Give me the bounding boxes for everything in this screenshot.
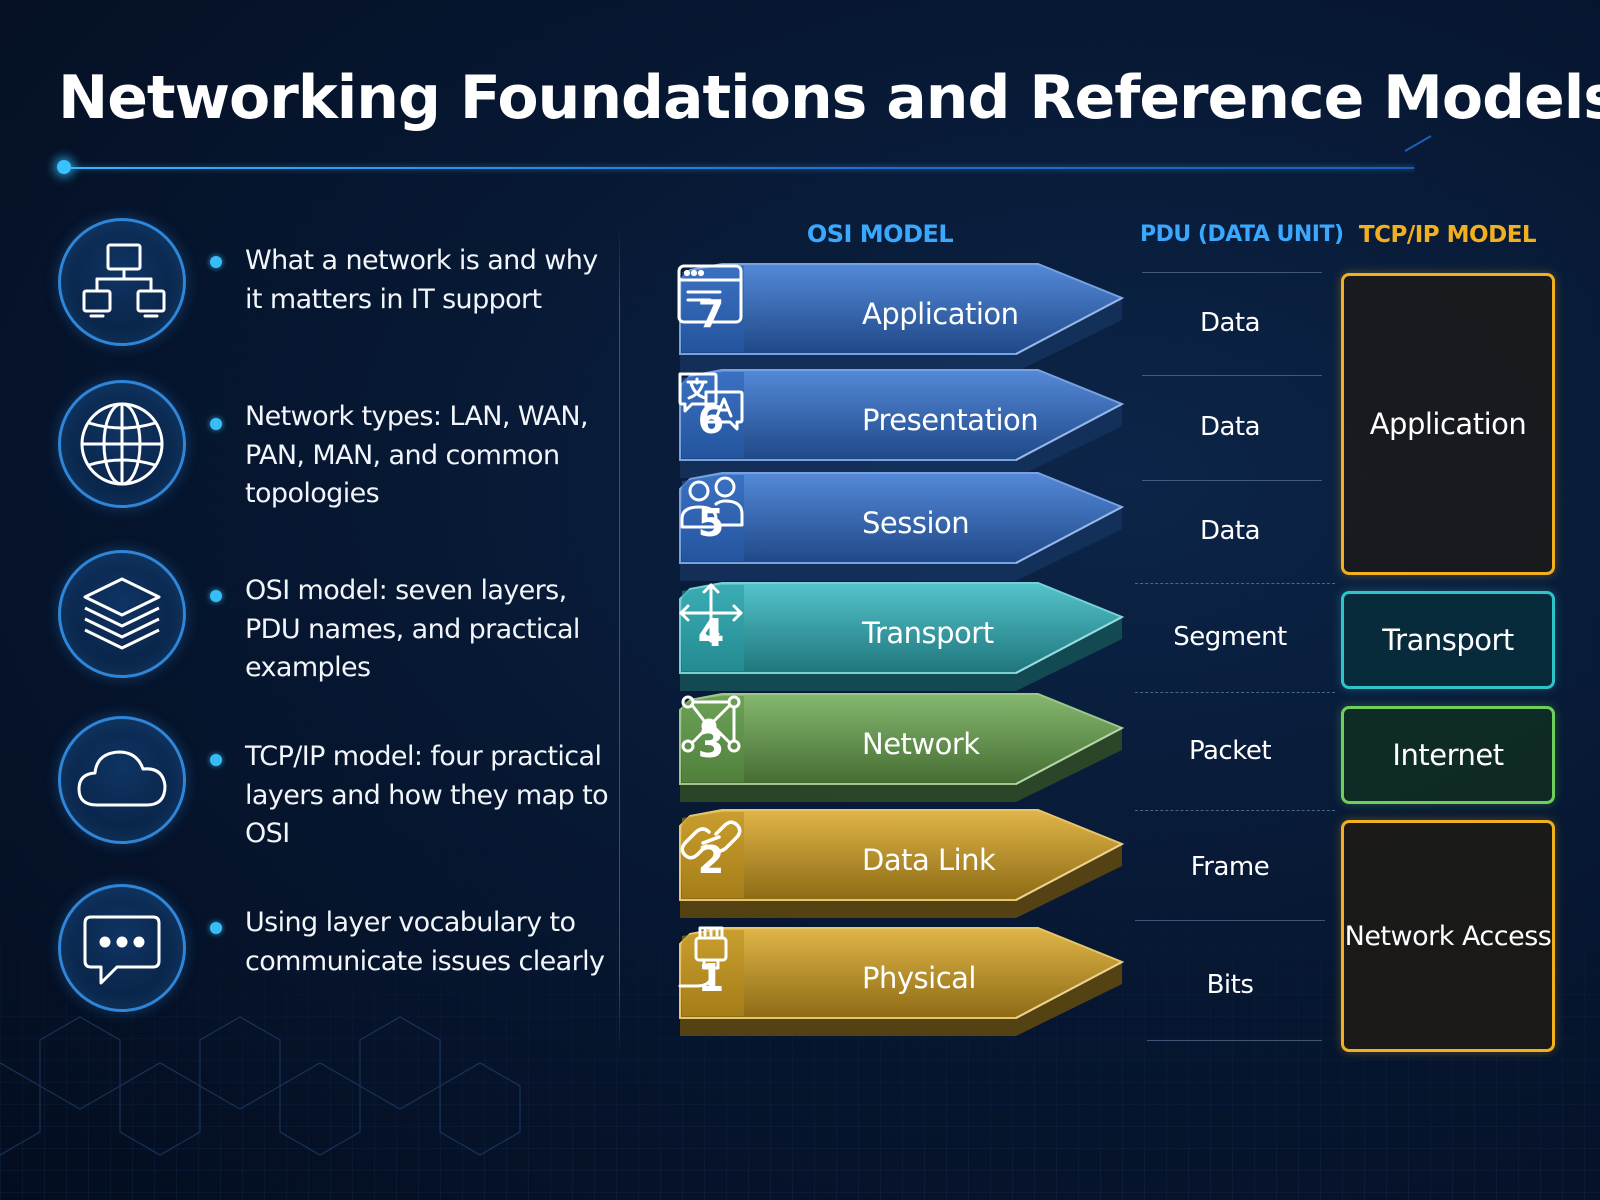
topic-text: What a network is and why it matters in … — [245, 245, 598, 315]
layer-name: Network — [862, 727, 980, 761]
bullet-dot — [210, 754, 222, 766]
tcpip-layer-transport: Transport — [1341, 591, 1555, 689]
osi-layer-2: 2 Data Link — [676, 809, 1126, 918]
layer-name: Data Link — [862, 843, 996, 877]
layer-shape-bevel — [1015, 506, 1123, 564]
network-nodes-icon — [681, 695, 741, 753]
pdu-separator — [1142, 272, 1322, 273]
topic-item-osi-model: OSI model: seven layers, PDU names, and … — [0, 550, 610, 690]
osi-layer-3: 3 Network — [676, 693, 1126, 802]
pdu-value-layer-1: Bits — [1206, 970, 1254, 1000]
bullet-dot — [210, 256, 222, 268]
network-diagram-icon — [58, 218, 186, 346]
layer-shape — [679, 693, 1125, 802]
layer-number-panel — [682, 585, 744, 671]
hexagon-pattern — [0, 1016, 521, 1156]
bullet-dot — [210, 590, 222, 602]
osi-model-header: OSI MODEL — [806, 220, 954, 248]
page-title: Networking Foundations and Reference Mod… — [58, 63, 1600, 133]
users-icon — [680, 476, 744, 529]
app-window-icon — [677, 264, 743, 324]
pdu-value-layer-5: Data — [1199, 516, 1261, 546]
layer-name: Presentation — [862, 403, 1039, 437]
title-underline-dot — [57, 160, 71, 174]
pdu-separator — [1135, 810, 1335, 811]
topic-text: TCP/IP model: four practical layers and … — [245, 741, 609, 849]
bullet-dot — [210, 922, 222, 934]
pdu-separator — [1147, 1040, 1322, 1041]
layer-number-panel — [682, 266, 744, 352]
topic-item-network-basics: What a network is and why it matters in … — [0, 218, 610, 358]
pdu-value-layer-4: Segment — [1173, 622, 1287, 652]
pdu-value-layer-6: Data — [1199, 412, 1261, 442]
pdu-separator — [1142, 480, 1322, 481]
pdu-header: PDU (DATA UNIT) — [1140, 222, 1344, 247]
cloud-icon — [58, 716, 186, 844]
layer-name: Transport — [862, 616, 994, 650]
osi-layer-4: 4 Transport — [676, 582, 1126, 691]
column-divider — [619, 225, 620, 1055]
layer-shape-bevel — [1015, 727, 1123, 785]
layer-shape — [679, 582, 1125, 691]
pdu-separator — [1135, 692, 1335, 693]
topic-text: Network types: LAN, WAN, PAN, MAN, and c… — [245, 401, 589, 509]
osi-layer-7: 7 Application — [676, 263, 1126, 372]
pdu-separator — [1135, 920, 1325, 921]
move-arrows-icon — [679, 583, 743, 643]
layer-shape-bevel — [1015, 961, 1123, 1019]
osi-layer-5: 5 Session — [676, 472, 1126, 581]
pdu-separator — [1135, 583, 1335, 584]
bullet-dot — [210, 418, 222, 430]
layer-name: Session — [862, 506, 970, 540]
topic-item-network-types: Network types: LAN, WAN, PAN, MAN, and c… — [0, 380, 610, 520]
chat-bubble-icon — [58, 884, 186, 1012]
topic-text: OSI model: seven layers, PDU names, and … — [245, 575, 580, 683]
layer-shape — [679, 809, 1125, 918]
osi-layer-6: 6 Presentation — [676, 369, 1126, 478]
tcpip-layer-network-access: Network Access — [1341, 820, 1555, 1052]
translate-icon — [678, 372, 744, 431]
layer-shape-bevel — [1015, 403, 1123, 461]
globe-icon — [58, 380, 186, 508]
title-underline — [64, 167, 1414, 169]
pdu-value-layer-3: Packet — [1188, 736, 1272, 766]
layer-number-panel — [682, 696, 744, 782]
layers-stack-icon — [58, 550, 186, 678]
topic-item-layer-vocabulary: Using layer vocabulary to communicate is… — [0, 884, 610, 1024]
pdu-value-layer-2: Frame — [1190, 852, 1270, 882]
tcpip-layer-internet: Internet — [1341, 706, 1555, 804]
link-icon — [680, 820, 742, 860]
layer-shape-bevel — [1015, 843, 1123, 901]
layer-shape-bevel — [1015, 616, 1123, 674]
layer-number-panel — [682, 812, 744, 898]
ethernet-cable-icon — [678, 926, 728, 988]
osi-layer-1: 1 Physical — [676, 926, 1126, 1036]
layer-name: Physical — [862, 961, 976, 995]
tcpip-model-header: TCP/IP MODEL — [1358, 222, 1537, 248]
topic-item-tcpip-model: TCP/IP model: four practical layers and … — [0, 716, 610, 856]
pdu-separator — [1142, 375, 1322, 376]
topic-text: Using layer vocabulary to communicate is… — [245, 907, 605, 977]
pdu-value-layer-7: Data — [1199, 308, 1261, 338]
layer-number: 2 — [697, 838, 725, 882]
layer-shape — [679, 472, 1125, 581]
tcpip-layer-application: Application — [1341, 273, 1555, 575]
layer-shape — [679, 263, 1125, 372]
layer-shape-bevel — [1015, 297, 1123, 355]
layer-name: Application — [862, 297, 1019, 331]
